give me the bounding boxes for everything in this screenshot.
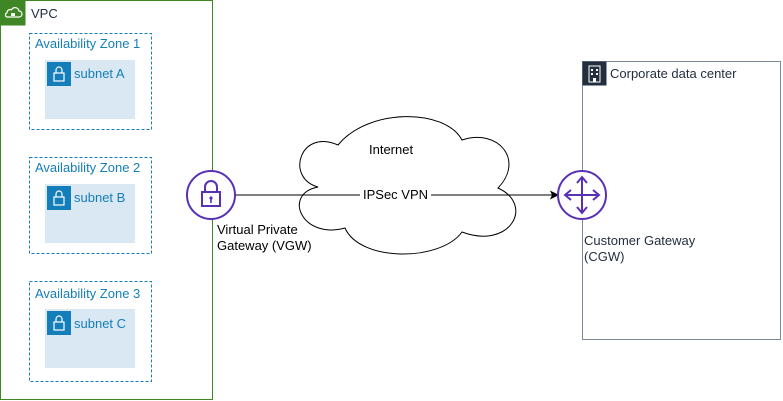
availability-zone-1-title: Availability Zone 1 [35,36,141,51]
cgw-label-line2: (CGW) [584,249,625,264]
availability-zone-1-border [29,33,152,130]
subnet-a-label: subnet A [74,66,125,81]
availability-zone-3-border [29,281,152,382]
availability-zone-3-title: Availability Zone 3 [35,286,141,301]
datacenter-group-border [582,61,781,340]
office-building-icon [582,61,607,86]
subnet-b-label: subnet B [74,190,126,205]
internet-label: Internet [369,142,414,157]
subnet-a-lock-icon [47,62,71,86]
subnet-c-lock-icon [47,311,71,335]
ipsec-vpn-label: IPSec VPN [360,187,432,202]
virtual-private-gateway-padlock-icon [186,170,236,220]
availability-zone-2-border [29,157,152,254]
datacenter-title: Corporate data center [610,66,737,81]
cgw-label-line1: Customer Gateway [584,233,696,248]
vpc-title: VPC [31,6,58,21]
ipsec-vpn-arrowhead [550,190,559,200]
vgw-label-line1: Virtual Private [217,222,298,237]
subnet-c-label: subnet C [74,316,127,331]
cgw-label: Customer Gateway (CGW) [584,233,695,265]
customer-gateway-four-arrows-icon [557,170,607,220]
vpc-cloud-icon [0,0,26,26]
vgw-label-line2: Gateway (VGW) [217,238,312,253]
internet-cloud-shape [298,116,517,255]
availability-zone-2-title: Availability Zone 2 [35,160,141,175]
vgw-label: Virtual Private Gateway (VGW) [217,222,312,254]
subnet-b-lock-icon [47,186,71,210]
